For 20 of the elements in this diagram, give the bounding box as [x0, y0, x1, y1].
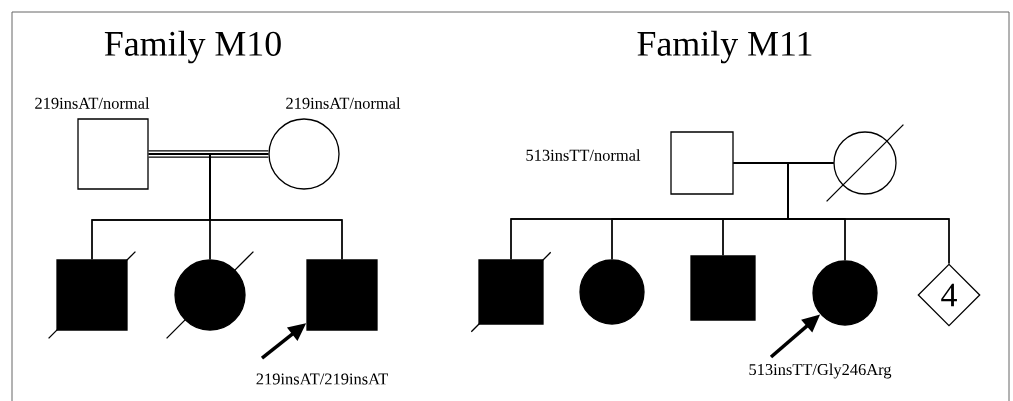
male-square: [690, 255, 756, 321]
genotype-label: 219insAT/normal: [286, 97, 401, 109]
family-title: Family M10: [104, 30, 281, 64]
female-circle: [812, 260, 878, 326]
female-circle: [579, 259, 645, 325]
genotype-label: 219insAT/219insAT: [256, 373, 388, 385]
male-square: [470, 251, 552, 333]
male-square: [670, 131, 734, 195]
genotype-label: 513insTT/Gly246Arg: [749, 363, 892, 379]
descent-line: [787, 162, 950, 265]
genotype-label: 513insTT/normal: [526, 149, 641, 161]
male-square: [77, 118, 149, 190]
male-square: [47, 250, 137, 340]
female-circle: [268, 118, 340, 190]
descent-line: [209, 153, 343, 260]
genotype-label: 219insAT/normal: [35, 97, 150, 109]
female-circle: [825, 123, 905, 203]
male-square: [306, 259, 378, 331]
female-circle: [165, 250, 255, 340]
family-title: Family M11: [637, 30, 812, 64]
